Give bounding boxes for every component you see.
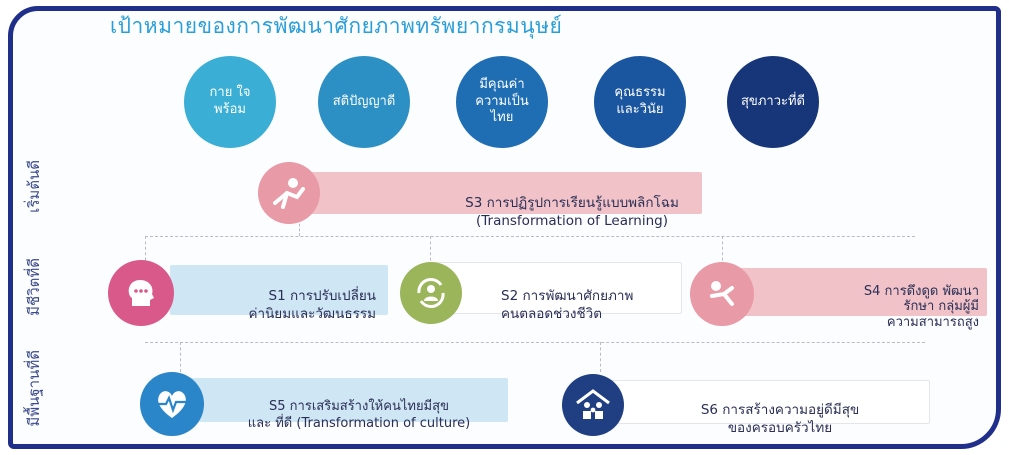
connector-line [299,210,300,236]
connector-line [180,342,181,372]
lifecycle-person-icon [417,278,445,308]
head-thought-icon [128,280,154,306]
goal-circle-body-mind: กาย ใจ พร้อม [184,56,276,148]
strategy-s6-label: S6 การสร้างความอยู่ดีมีสุข ของครอบครัวไท… [700,402,860,437]
strategy-s1-banner: S1 การปรับเปลี่ยน ค่านิยมและวัฒนธรรม [170,265,388,322]
climbing-figure-icon [710,281,734,306]
strategy-s4-banner: S4 การดึงดูด พัฒนา รักษา กลุ่มผู้มี ความ… [722,268,987,330]
connector-line [145,342,925,343]
goal-circle-intelligence: สติปัญญาดี [318,56,410,148]
goal-circle-wellbeing: สุขภาวะที่ดี [727,56,819,148]
connector-line [722,236,723,266]
strategy-s5-label: S5 การเสริมสร้างให้คนไทยมีสุข และ ที่ดี … [247,398,471,432]
strategy-s2-banner: S2 การพัฒนาศักยภาพ คนตลอดช่วงชีวิต [430,262,682,322]
row-label-good-foundation: มีพื้นฐานที่ดี [25,350,43,427]
strategy-s2-label: S2 การพัฒนาศักยภาพ คนตลอดช่วงชีวิต [501,288,634,323]
strategy-s5-banner: S5 การเสริมสร้างให้คนไทยมีสุข และ ที่ดี … [190,378,508,431]
connector-line [600,342,601,372]
goal-circle-thai-values: มีคุณค่า ความเป็น ไทย [456,56,548,148]
strategy-s4-label: S4 การดึงดูด พัฒนา รักษา กลุ่มผู้มี ความ… [863,283,979,330]
goal-circle-morality: คุณธรรม และวินัย [594,56,686,148]
connector-line [145,236,146,266]
strategy-s5-icon [140,372,204,436]
strategy-s3-label: S3 การปฏิรูปการเรียนรู้แบบพลิกโฉม (Trans… [465,195,679,230]
diagram-title: เป้าหมายของการพัฒนาศักยภาพทรัพยากรมนุษย์ [110,14,563,38]
connector-line [430,236,431,266]
strategy-s1-label: S1 การปรับเปลี่ยน ค่านิยมและวัฒนธรรม [248,288,376,323]
heartbeat-icon [158,391,186,418]
strategy-s6-banner: S6 การสร้างความอยู่ดีมีสุข ของครอบครัวไท… [590,380,930,436]
strategy-s6-icon [562,374,624,436]
strategy-s1-icon [108,260,174,326]
strategy-s4-icon [690,262,754,326]
strategy-s3-icon [258,162,320,224]
row-label-good-life: มีชีวิตที่ดี [25,258,43,316]
strategy-s3-banner: S3 การปฏิรูปการเรียนรู้แบบพลิกโฉม (Trans… [292,172,702,229]
connector-line [145,236,915,237]
row-label-good-start: เริ่มต้นดี [25,160,43,213]
strategy-s2-icon [400,262,462,324]
family-home-icon [576,389,610,419]
leaping-figure-icon [273,178,305,209]
